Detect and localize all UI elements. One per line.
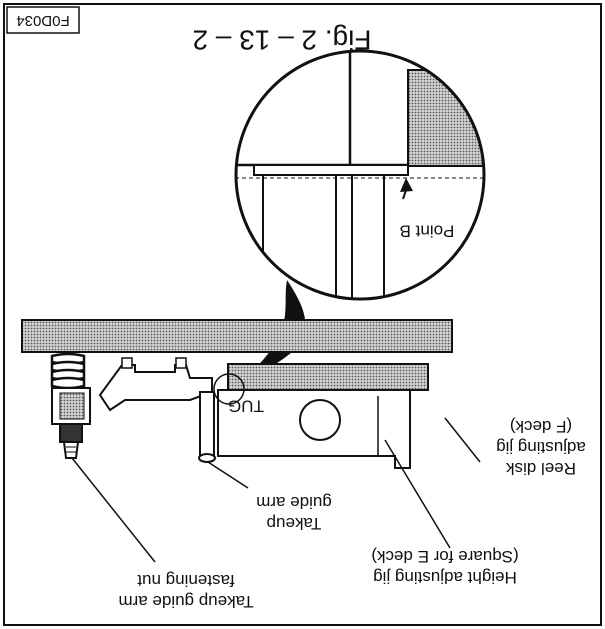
tug-label: TUG bbox=[228, 397, 264, 416]
reel-disk-jig-line-3: (F deck) bbox=[510, 417, 572, 436]
takeup-guide-arm bbox=[98, 357, 216, 463]
figure-title: Fig. 2 – 13 – 2 bbox=[192, 25, 371, 56]
figure-code-box: F0D034 bbox=[6, 6, 80, 34]
height-jig-label: Height adjusting jig (Square for E deck) bbox=[371, 547, 518, 587]
zoom-detail-circle bbox=[234, 49, 486, 301]
takeup-nut-line-2: fastening nut bbox=[137, 571, 235, 590]
reel-disk-jig-label: Reel disk adjusting jig (F deck) bbox=[496, 417, 586, 478]
height-jig-line-2: (Square for E deck) bbox=[371, 547, 518, 566]
height-jig-line-1: Height adjusting jig bbox=[373, 568, 517, 587]
spring-nut-assembly bbox=[50, 352, 91, 459]
reel-disk-jig-line-1: Reel disk bbox=[506, 459, 576, 478]
callout-wedge bbox=[233, 280, 306, 388]
point-b-arrow-icon bbox=[400, 178, 413, 192]
takeup-nut-line-1: Takeup guide arm bbox=[118, 592, 253, 611]
height-jig-body bbox=[217, 389, 411, 469]
reel-disk-jig-line-2: adjusting jig bbox=[496, 438, 586, 457]
takeup-guide-arm-line-1: Takeup bbox=[267, 514, 322, 533]
figure-code: F0D034 bbox=[16, 12, 69, 29]
takeup-nut-label: Takeup guide arm fastening nut bbox=[118, 571, 253, 611]
deck-plate bbox=[21, 319, 453, 353]
takeup-guide-arm-line-2: guide arm bbox=[256, 493, 332, 512]
height-jig-top bbox=[227, 363, 429, 391]
leader-lines bbox=[71, 417, 481, 563]
figure-frame bbox=[3, 3, 602, 626]
point-b-label: Point B bbox=[400, 222, 455, 241]
tug-marker-circle bbox=[213, 373, 245, 405]
takeup-guide-arm-label: Takeup guide arm bbox=[256, 493, 332, 533]
